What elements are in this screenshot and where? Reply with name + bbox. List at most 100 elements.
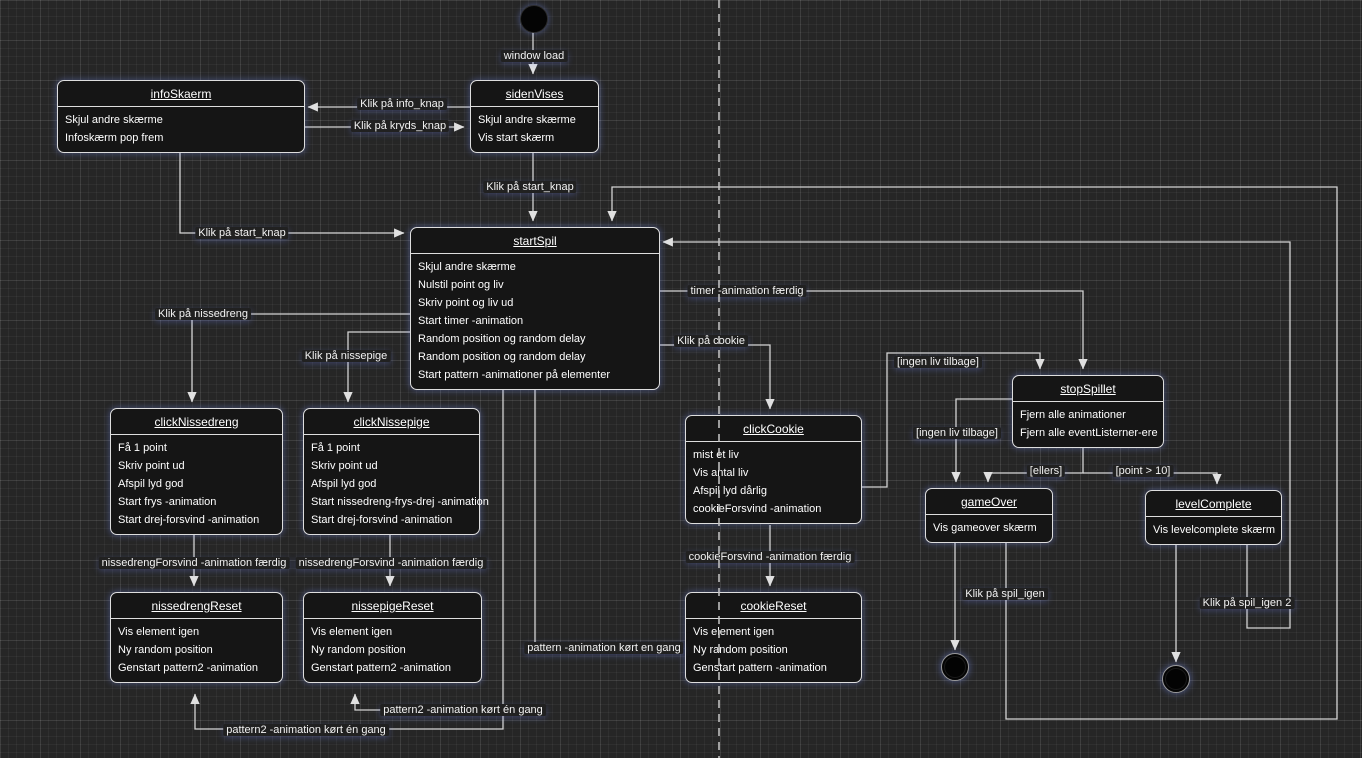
state-actions: Få 1 point Skriv point ud Afspil lyd god… xyxy=(304,435,489,534)
state-actions: Skjul andre skærme Vis start skærm xyxy=(471,107,598,152)
state-sidenvises[interactable]: sidenVises Skjul andre skærme Vis start … xyxy=(470,80,599,153)
state-action: Vis element igen xyxy=(311,626,393,638)
state-actions: Få 1 point Skriv point ud Afspil lyd god… xyxy=(111,435,282,534)
state-action: Vis gameover skærm xyxy=(933,522,1037,534)
edge-label-klik-start-knap-2[interactable]: Klik på start_knap xyxy=(195,227,289,239)
edge-label-klik-nissedreng[interactable]: Klik på nissedreng xyxy=(155,308,251,320)
state-action: Fjern alle eventListerner-ere xyxy=(1020,427,1158,439)
state-action: Random position og random delay xyxy=(418,333,586,345)
state-actions: Skjul andre skærme Nulstil point og liv … xyxy=(411,254,659,389)
edge-label-klik-spil-igen[interactable]: Klik på spil_igen xyxy=(962,588,1048,600)
state-action: Afspil lyd god xyxy=(311,478,377,490)
state-action: Genstart pattern -animation xyxy=(693,662,827,674)
state-actions: Vis levelcomplete skærm xyxy=(1146,517,1281,544)
edge-label-nissedreng-forsvind-1[interactable]: nissedrengForsvind -animation færdig xyxy=(98,557,290,569)
state-action: Fjern alle animationer xyxy=(1020,409,1126,421)
state-action: mist et liv xyxy=(693,449,739,461)
edge-label-klik-cookie[interactable]: Klik på cookie xyxy=(674,335,748,347)
state-gameover[interactable]: gameOver Vis gameover skærm xyxy=(925,488,1053,543)
state-action: Vis antal liv xyxy=(693,467,749,479)
state-action: Genstart pattern2 -animation xyxy=(118,662,259,674)
initial-state[interactable] xyxy=(520,5,548,33)
state-action: cookieForsvind -animation xyxy=(693,503,822,515)
edge-start-knap-infoskaerm[interactable] xyxy=(179,148,405,238)
edge-label-window-load[interactable]: window load xyxy=(500,50,568,62)
state-action: Få 1 point xyxy=(118,442,167,454)
edge-timer-faerdig[interactable] xyxy=(658,290,1088,370)
state-action: Skjul andre skærme xyxy=(65,114,163,126)
state-action: Ny random position xyxy=(311,644,406,656)
state-action: Infoskærm pop frem xyxy=(65,132,164,144)
state-actions: Vis element igen Ny random position Gens… xyxy=(304,619,481,682)
state-title: sidenVises xyxy=(471,81,598,107)
state-title: cookieReset xyxy=(686,593,861,619)
edge-ingen-liv-til-gameover[interactable] xyxy=(951,398,1012,483)
edge-pattern-til-cookiereset[interactable] xyxy=(534,390,680,653)
edge-label-nissedreng-forsvind-2[interactable]: nissedrengForsvind -animation færdig xyxy=(295,557,487,569)
edge-label-klik-info-knap[interactable]: Klik på info_knap xyxy=(357,98,447,110)
state-action: Skjul andre skærme xyxy=(478,114,576,126)
state-actions: Vis element igen Ny random position Gens… xyxy=(111,619,282,682)
edge-spil-igen-loop[interactable] xyxy=(607,186,1338,720)
state-actions: mist et liv Vis antal liv Afspil lyd dår… xyxy=(686,442,861,523)
state-action: Afspil lyd dårlig xyxy=(693,485,767,497)
edge-label-klik-kryds-knap[interactable]: Klik på kryds_knap xyxy=(350,120,450,132)
state-actions: Skjul andre skærme Infoskærm pop frem xyxy=(58,107,304,152)
state-action: Start timer -animation xyxy=(418,315,524,327)
state-action: Random position og random delay xyxy=(418,351,586,363)
state-clicknissedreng[interactable]: clickNissedreng Få 1 point Skriv point u… xyxy=(110,408,283,535)
state-title: clickNissedreng xyxy=(111,409,282,435)
state-action: Skriv point ud xyxy=(311,460,378,472)
state-nissepigereset[interactable]: nissepigeReset Vis element igen Ny rando… xyxy=(303,592,482,683)
state-action: Start pattern -animationer på elementer xyxy=(418,369,610,381)
state-action: Vis element igen xyxy=(118,626,200,638)
state-action: Skriv point ud xyxy=(118,460,185,472)
edge-label-klik-nissepige[interactable]: Klik på nissepige xyxy=(301,350,391,362)
edge-label-klik-spil-igen-2[interactable]: Klik på spil_igen 2 xyxy=(1199,597,1295,609)
state-cookiereset[interactable]: cookieReset Vis element igen Ny random p… xyxy=(685,592,862,683)
state-action: Nulstil point og liv xyxy=(418,279,504,291)
final-state-levelcomplete[interactable] xyxy=(1162,665,1190,693)
state-clickcookie[interactable]: clickCookie mist et liv Vis antal liv Af… xyxy=(685,415,862,524)
state-title: stopSpillet xyxy=(1013,376,1163,402)
edge-ingen-liv-til-stopspillet[interactable] xyxy=(860,352,1045,488)
edge-label-point-10[interactable]: [point > 10] xyxy=(1112,465,1174,477)
state-nissedrengreset[interactable]: nissedrengReset Vis element igen Ny rand… xyxy=(110,592,283,683)
edge-label-ingen-liv-1[interactable]: [ingen liv tilbage] xyxy=(894,356,982,368)
state-title: startSpil xyxy=(411,228,659,254)
final-state-gameover[interactable] xyxy=(941,653,969,681)
state-startspil[interactable]: startSpil Skjul andre skærme Nulstil poi… xyxy=(410,227,660,390)
state-action: Start drej-forsvind -animation xyxy=(118,514,260,526)
edge-klik-nissepige[interactable] xyxy=(343,331,410,403)
edge-klik-cookie[interactable] xyxy=(658,344,775,410)
state-actions: Vis element igen Ny random position Gens… xyxy=(686,619,861,682)
edge-label-ellers[interactable]: [ellers] xyxy=(1026,465,1066,477)
edge-label-klik-start-knap-1[interactable]: Klik på start_knap xyxy=(483,181,577,193)
edge-label-timer-faerdig[interactable]: timer -animation færdig xyxy=(687,285,807,297)
state-title: nissepigeReset xyxy=(304,593,481,619)
edge-label-pattern-koert[interactable]: pattern -animation kørt en gang xyxy=(524,642,684,654)
edge-label-pattern2-koert-1[interactable]: pattern2 -animation kørt én gang xyxy=(380,704,546,716)
state-title: infoSkaerm xyxy=(58,81,304,107)
state-action: Afspil lyd god xyxy=(118,478,184,490)
state-action: Vis levelcomplete skærm xyxy=(1153,524,1276,536)
state-action: Vis start skærm xyxy=(478,132,555,144)
state-title: clickNissepige xyxy=(304,409,479,435)
state-action: Skjul andre skærme xyxy=(418,261,516,273)
state-action: Start frys -animation xyxy=(118,496,217,508)
edge-label-cookie-forsvind[interactable]: cookieForsvind -animation færdig xyxy=(685,551,855,563)
edge-label-pattern2-koert-2[interactable]: pattern2 -animation kørt én gang xyxy=(223,724,389,736)
state-action: Start drej-forsvind -animation xyxy=(311,514,453,526)
state-action: Start nissedreng-frys-drej -animation xyxy=(311,496,489,508)
state-stopspillet[interactable]: stopSpillet Fjern alle animationer Fjern… xyxy=(1012,375,1164,448)
state-action: Skriv point og liv ud xyxy=(418,297,514,309)
state-levelcomplete[interactable]: levelComplete Vis levelcomplete skærm xyxy=(1145,490,1282,545)
edge-label-ingen-liv-2[interactable]: [ingen liv tilbage] xyxy=(913,427,1001,439)
state-actions: Fjern alle animationer Fjern alle eventL… xyxy=(1013,402,1163,447)
state-clicknissepige[interactable]: clickNissepige Få 1 point Skriv point ud… xyxy=(303,408,489,535)
state-action: Vis element igen xyxy=(693,626,775,638)
state-infoskaerm[interactable]: infoSkaerm Skjul andre skærme Infoskærm … xyxy=(57,80,305,153)
state-title: clickCookie xyxy=(686,416,861,442)
state-title: gameOver xyxy=(926,489,1052,515)
